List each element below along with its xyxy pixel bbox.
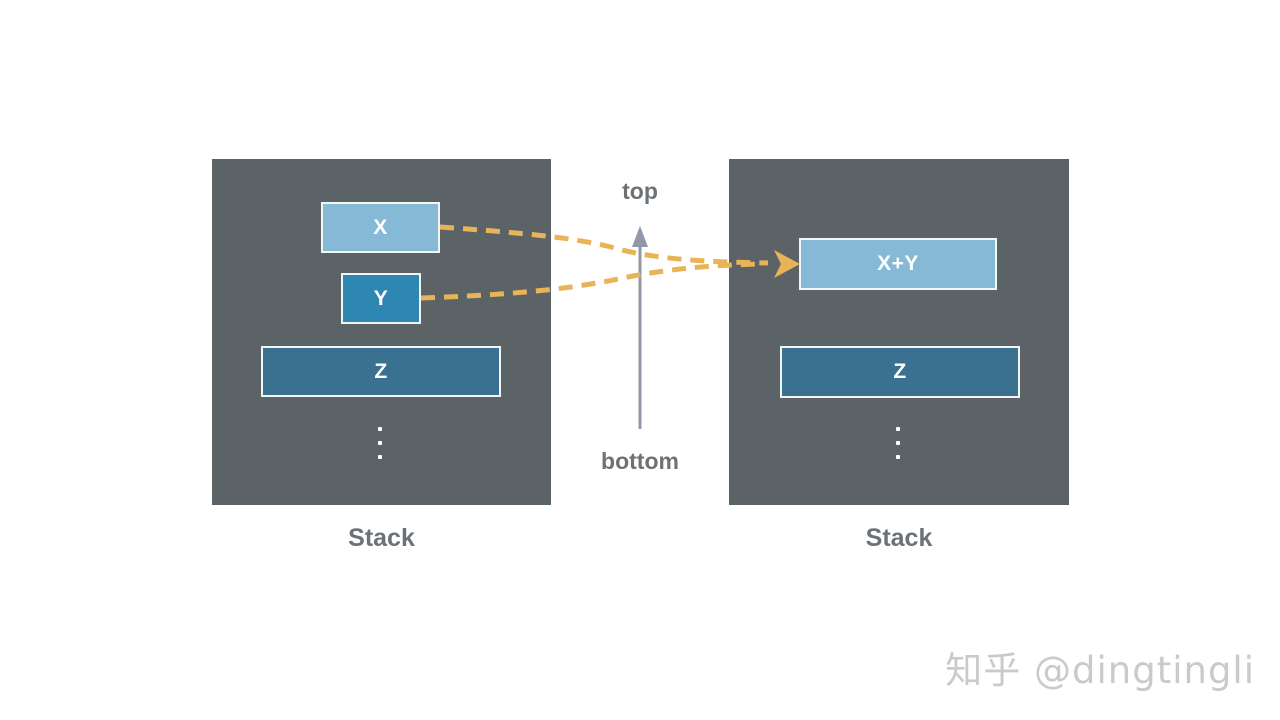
- right-stack-item-x-plus-y: X+Y: [799, 238, 997, 290]
- left-stack-panel: X Y Z: [212, 159, 551, 505]
- left-stack-item-y: Y: [341, 273, 421, 324]
- vertical-ellipsis: [896, 427, 900, 459]
- watermark: 知乎 @dingtingli: [945, 649, 1255, 692]
- left-stack-item-x: X: [321, 202, 440, 253]
- left-stack-label: Stack: [348, 524, 415, 552]
- right-stack-panel: X+Y Z: [729, 159, 1069, 505]
- stack-direction-arrowhead: [632, 226, 648, 247]
- right-stack-label: Stack: [865, 524, 933, 552]
- top-label: top: [622, 178, 658, 204]
- vertical-ellipsis: [378, 427, 382, 459]
- left-stack-item-z: Z: [261, 346, 501, 397]
- bottom-label: bottom: [601, 448, 679, 474]
- right-stack-item-z: Z: [780, 346, 1020, 398]
